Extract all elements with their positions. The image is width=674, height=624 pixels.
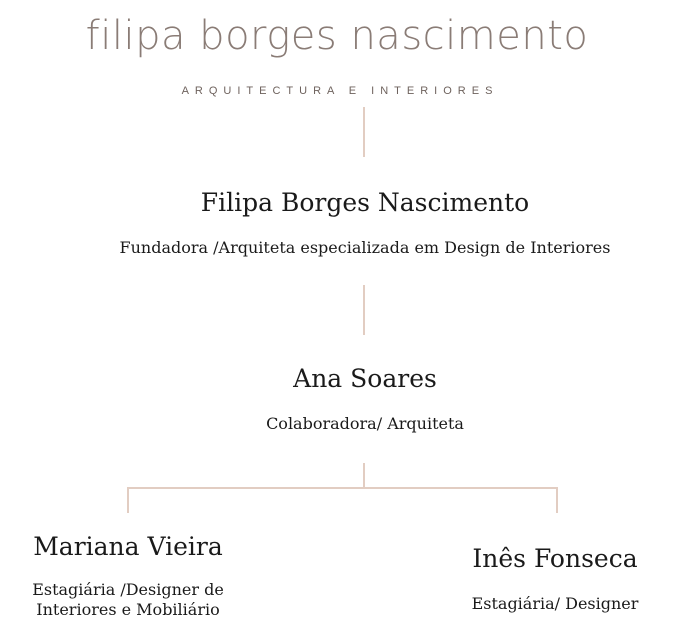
connector-line [363,285,365,335]
intern-role: Estagiária /Designer de [32,580,224,599]
connector-line [127,487,129,513]
connector-line [363,107,365,157]
collaborator-role: Colaboradora/ Arquiteta [266,414,464,433]
intern-name: Mariana Vieira [33,532,223,561]
intern-role: Estagiária/ Designer [471,594,639,613]
brand-tagline: ARQUITECTURA E INTERIORES [181,85,499,97]
founder-name: Filipa Borges Nascimento [200,188,530,217]
intern-name: Inês Fonseca [472,544,638,573]
connector-line [556,487,558,513]
connector-line [127,487,558,489]
brand-logo-name: filipa borges nascimento [85,13,589,59]
collaborator-name: Ana Soares [293,364,437,393]
connector-line [363,463,365,489]
intern-role: Interiores e Mobiliário [36,600,220,619]
founder-role: Fundadora /Arquiteta especializada em De… [119,238,611,257]
